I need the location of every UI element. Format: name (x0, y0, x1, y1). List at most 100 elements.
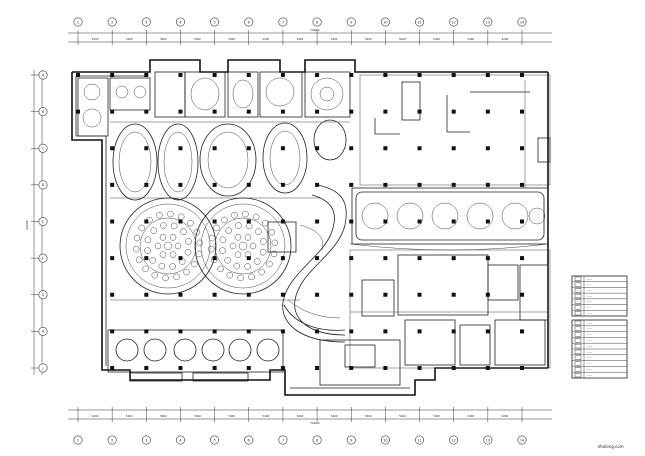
column (520, 256, 524, 261)
column (349, 292, 354, 297)
column (315, 73, 320, 77)
banquet-table (159, 234, 167, 241)
right-service-area (319, 74, 551, 386)
grid-label: 3 (145, 20, 147, 24)
grid-label: 12 (452, 20, 456, 24)
dimension-segment: 5400 (160, 37, 167, 41)
grid-label: C (42, 147, 45, 151)
legend-symbol (574, 282, 582, 287)
grid-bubble (175, 17, 185, 27)
grid-label: 1 (77, 20, 79, 24)
grid-label: F (42, 256, 44, 260)
banquet-table (255, 228, 262, 235)
column (212, 219, 217, 224)
dimension-segment: 5400 (467, 37, 474, 41)
column (315, 182, 320, 187)
banquet-table (154, 242, 162, 250)
column (110, 256, 115, 261)
banquet-table (191, 260, 198, 268)
legend-symbol (574, 372, 582, 378)
column (246, 219, 251, 224)
banquet-table (196, 239, 204, 247)
column (110, 366, 115, 370)
column (144, 292, 149, 297)
dimension-segment: 5400 (263, 37, 270, 41)
banquet-table (234, 251, 242, 258)
banquet-table (184, 248, 192, 256)
bottom-total-dimension: 70600 (310, 421, 320, 425)
grid-bubble (346, 17, 356, 27)
legend-label: —— (587, 345, 592, 348)
column (349, 366, 354, 370)
banquet-table (169, 234, 177, 241)
banquet-table (169, 263, 176, 270)
banquet-table (162, 274, 169, 282)
column (451, 146, 456, 151)
column (417, 329, 422, 334)
banquet-table (213, 224, 220, 232)
column (417, 256, 422, 261)
banquet-table (187, 219, 194, 227)
banquet-table (244, 234, 252, 241)
grid-bubble (141, 435, 151, 445)
column (349, 73, 354, 77)
column (178, 366, 183, 370)
grid-label: H (42, 330, 45, 334)
legend-symbol (574, 276, 582, 281)
dimension-segment: 5400 (160, 414, 167, 418)
grid-label: J (42, 366, 44, 370)
column (383, 73, 388, 77)
banquet-table (193, 228, 201, 236)
column (246, 366, 251, 370)
round-banquet-halls (110, 197, 300, 301)
column (144, 329, 149, 334)
column (178, 329, 183, 334)
grid-bubble (483, 17, 493, 27)
column (212, 182, 217, 187)
banquet-table (173, 273, 180, 281)
column (383, 182, 388, 187)
column (144, 256, 149, 261)
column (417, 182, 422, 187)
grid-label: 13 (486, 20, 490, 24)
column (76, 109, 80, 114)
banquet-table (219, 236, 227, 244)
legend-symbol (574, 320, 582, 326)
grid-bubble (38, 253, 48, 263)
banquet-table (208, 234, 216, 242)
banquet-table (219, 247, 226, 254)
column (451, 256, 456, 261)
column (485, 182, 490, 187)
column (520, 292, 524, 297)
dimension-segment: 5400 (399, 37, 406, 41)
grid-label: G (42, 293, 45, 297)
legend-symbol (574, 349, 582, 355)
banquet-table (248, 273, 255, 281)
banquet-table (149, 257, 156, 264)
column (520, 329, 524, 334)
grid-bubble (38, 143, 48, 153)
column (485, 292, 490, 297)
banquet-table (268, 228, 276, 236)
grid-label: 7 (282, 438, 284, 442)
banquet-table (156, 211, 163, 219)
grid-label: 11 (417, 438, 421, 442)
banquet-table (249, 242, 257, 250)
bottom-dining-tables (107, 329, 284, 382)
grid-bubble (38, 217, 48, 227)
banquet-table (144, 236, 152, 244)
banquet-table (217, 265, 224, 273)
structural-columns (76, 73, 524, 370)
grid-bubble (449, 17, 459, 27)
dimension-segment: 5400 (297, 414, 304, 418)
column (417, 366, 422, 370)
banquet-table (233, 262, 241, 270)
banquet-table (195, 250, 203, 258)
grid-bubble (278, 17, 288, 27)
banquet-table (229, 242, 237, 250)
column (315, 292, 320, 297)
column (520, 219, 524, 224)
column (349, 109, 354, 114)
